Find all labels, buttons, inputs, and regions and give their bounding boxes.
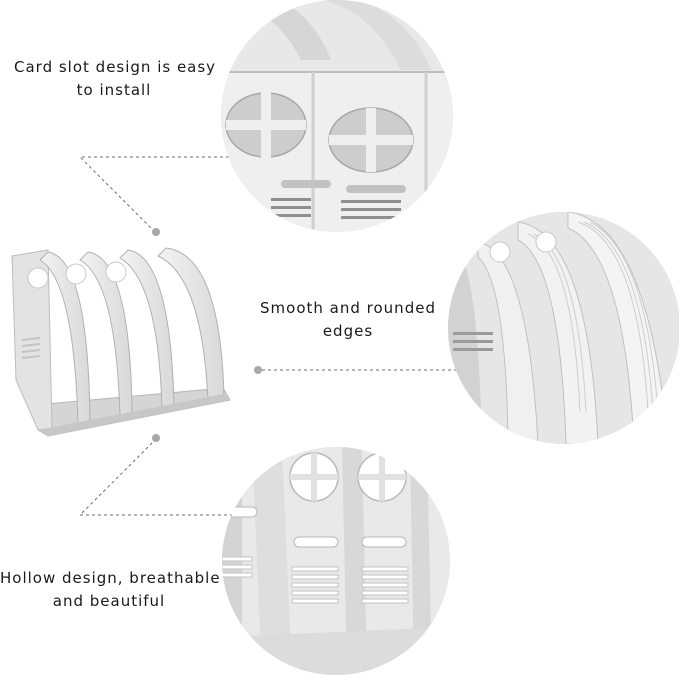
- caption-hollow-design-line-2: and beautiful: [52, 592, 166, 610]
- detail-card-slot-image: [221, 0, 453, 232]
- caption-rounded-edges-line-1: Smooth and rounded: [260, 299, 436, 317]
- leader-dot-right: [254, 366, 262, 374]
- file-organizer-image: [11, 247, 231, 437]
- leader-dot-top: [152, 228, 160, 236]
- caption-card-slot: Card slot design is easy to install: [14, 56, 217, 102]
- leader-line-bottom: [78, 439, 233, 516]
- detail-hollow-design-image: [222, 447, 450, 675]
- caption-rounded-edges: Smooth and rounded edges: [258, 297, 438, 343]
- caption-rounded-edges-line-2: edges: [322, 322, 374, 340]
- caption-hollow-design: Hollow design, breathable and beautiful: [0, 567, 221, 613]
- detail-rounded-edges-image: [448, 212, 679, 444]
- caption-card-slot-line-2: to install: [76, 81, 152, 99]
- caption-card-slot-line-1: Card slot design is easy: [14, 58, 217, 76]
- leader-line-top: [78, 156, 229, 233]
- caption-hollow-design-line-1: Hollow design, breathable: [0, 569, 221, 587]
